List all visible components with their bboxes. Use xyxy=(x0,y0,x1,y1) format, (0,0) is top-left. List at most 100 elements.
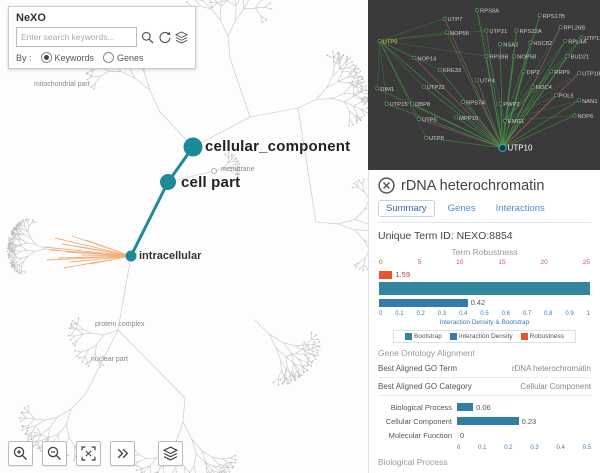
ontology-node-cellular-component[interactable]: cellular_component xyxy=(205,138,351,155)
gene-node-label[interactable]: HSC82 xyxy=(533,41,552,47)
zoom-in-button[interactable] xyxy=(8,441,33,466)
gene-node-label[interactable]: UTP5 xyxy=(422,118,437,124)
expand-layout-button[interactable] xyxy=(110,441,135,466)
gene-node-label[interactable]: UTP4 xyxy=(480,78,496,84)
gene-node-label[interactable]: UTP8 xyxy=(429,136,444,142)
chart-row: Molecular Function 0 xyxy=(378,430,591,440)
radio-keywords[interactable] xyxy=(40,52,52,63)
gene-node-label[interactable]: RPL26B xyxy=(564,26,586,32)
search-input[interactable] xyxy=(16,27,137,47)
robustness-value: 1.59 xyxy=(395,270,411,279)
ontology-node-membrane[interactable]: membrane xyxy=(221,166,255,173)
gene-node-label[interactable]: UTP10 xyxy=(508,143,533,152)
legend-label: Interaction Density xyxy=(458,333,513,340)
fit-view-button[interactable] xyxy=(76,441,101,466)
tab-summary[interactable]: Summary xyxy=(378,200,435,217)
ontology-tree-canvas[interactable] xyxy=(0,0,368,473)
ontology-node-protein-complex[interactable]: protein complex xyxy=(95,321,145,328)
gene-node-label[interactable]: RPS22A xyxy=(519,29,541,35)
ontology-panel: cellular_component cell part intracellul… xyxy=(0,0,368,473)
gene-node-label[interactable]: RRP9 xyxy=(554,70,569,76)
ontology-node-cell-part[interactable]: cell part xyxy=(181,174,241,191)
go-category-value: Cellular Component xyxy=(520,382,591,391)
gene-node-label[interactable]: NSA2 xyxy=(503,43,518,49)
gene-node-label[interactable]: RPL4A xyxy=(568,39,587,45)
gene-node-label[interactable]: MPP10 xyxy=(459,116,478,122)
tab-genes[interactable]: Genes xyxy=(447,203,476,214)
zoom-out-button[interactable] xyxy=(42,441,67,466)
section-go-alignment: Gene Ontology Alignment xyxy=(378,348,475,358)
gene-node-label[interactable]: NOP14 xyxy=(417,56,437,62)
term-title: rDNA heterochromatin xyxy=(401,177,545,194)
gene-node-label[interactable]: POL5 xyxy=(559,94,574,100)
reset-icon[interactable] xyxy=(158,31,171,44)
gene-node-label[interactable]: DBP8 xyxy=(415,102,430,108)
fit-view-icon xyxy=(81,446,96,461)
ontology-node-nuclear-part[interactable]: nuclear part xyxy=(91,356,128,363)
axis-tick: 0.9 xyxy=(565,311,574,317)
axis-tick: 0.4 xyxy=(459,311,468,317)
ontology-node-intracellular[interactable]: intracellular xyxy=(139,250,202,262)
tab-interactions[interactable]: Interactions xyxy=(495,203,545,214)
gene-node-label[interactable]: UTP7 xyxy=(448,17,463,23)
interaction-density-bar xyxy=(379,298,468,307)
gene-node-label[interactable]: RPS17B xyxy=(543,14,565,20)
gene-node-label[interactable]: NOP58 xyxy=(517,55,536,61)
gene-node-label[interactable]: DIP2 xyxy=(526,70,539,76)
layers-icon xyxy=(163,446,178,461)
gene-node-label[interactable]: PWP2 xyxy=(503,102,519,108)
gene-node-label[interactable]: KRE33 xyxy=(443,68,461,74)
search-panel: NeXO By : Keyw xyxy=(8,6,196,69)
axis-tick: 1 xyxy=(586,311,590,317)
gene-node-label[interactable]: RPS9B xyxy=(489,55,508,61)
category-label: Molecular Function xyxy=(388,430,452,440)
search-icon[interactable] xyxy=(141,31,154,44)
term-detail-panel: rDNA heterochromatin Summary Genes Inter… xyxy=(368,170,600,473)
go-alignment-chart: Biological Process 0.06 Cellular Compone… xyxy=(378,402,591,452)
gene-node-label[interactable]: NOC4 xyxy=(536,85,553,91)
cc-score-value: 0.23 xyxy=(521,416,537,426)
axis-tick: 20 xyxy=(540,259,548,266)
gene-node-label[interactable]: NOP6 xyxy=(577,114,593,120)
axis-tick: 0.2 xyxy=(416,311,425,317)
interaction-network-canvas[interactable]: UTP7 RPS8A RPS17B NOP56 UTP21 RPS22A RPL26B UTP… xyxy=(368,0,600,170)
gene-node-label[interactable]: NOP56 xyxy=(450,31,469,37)
ontology-node-mitochondrial-part[interactable]: mitochondrial part xyxy=(34,81,90,88)
gene-node-label[interactable]: DIM1 xyxy=(380,87,394,93)
gene-node-label[interactable]: RPS8A xyxy=(480,9,499,15)
gene-node-label[interactable]: BUD21 xyxy=(571,55,590,61)
gene-node-label[interactable]: UTP9 xyxy=(383,39,398,45)
gene-node-label[interactable]: UTP22 xyxy=(427,85,445,91)
axis-tick: 0 xyxy=(379,259,383,266)
gene-node-label[interactable]: EMG1 xyxy=(508,119,524,125)
axis-tick: 5 xyxy=(417,259,422,266)
gene-node-label[interactable]: UTP13 xyxy=(584,36,600,42)
radio-genes-label[interactable]: Genes xyxy=(117,52,144,63)
section-biological-process: Biological Process xyxy=(378,457,448,467)
go-term-label: Best Aligned GO Term xyxy=(378,364,457,373)
go-alignment-table: Best Aligned GO Term rDNA heterochromati… xyxy=(378,360,591,396)
gene-node-label[interactable]: RPS7A xyxy=(466,101,485,107)
table-row: Best Aligned GO Category Cellular Compon… xyxy=(378,378,591,396)
gene-node-label[interactable]: UTP15 xyxy=(390,102,408,108)
gene-node-label[interactable]: UTP21 xyxy=(489,29,507,35)
legend-label: Robustness xyxy=(529,333,564,340)
legend-swatch xyxy=(520,333,528,340)
gene-node-label[interactable]: NAN1 xyxy=(582,99,597,105)
go-category-label: Best Aligned GO Category xyxy=(378,382,472,391)
radio-keywords-label[interactable]: Keywords xyxy=(54,52,95,63)
layers-icon[interactable] xyxy=(175,30,188,44)
zoom-in-icon xyxy=(13,446,27,460)
search-by-label: By : xyxy=(16,52,32,63)
close-icon[interactable] xyxy=(378,177,395,194)
axis-tick: 0 xyxy=(457,445,461,451)
layers-button[interactable] xyxy=(158,441,183,466)
robustness-bar xyxy=(379,270,393,279)
gene-node-label[interactable]: UTP18 xyxy=(582,72,600,78)
detail-tabs: Summary Genes Interactions xyxy=(378,200,591,223)
radio-genes[interactable] xyxy=(103,52,115,63)
axis-tick: 25 xyxy=(582,259,590,266)
